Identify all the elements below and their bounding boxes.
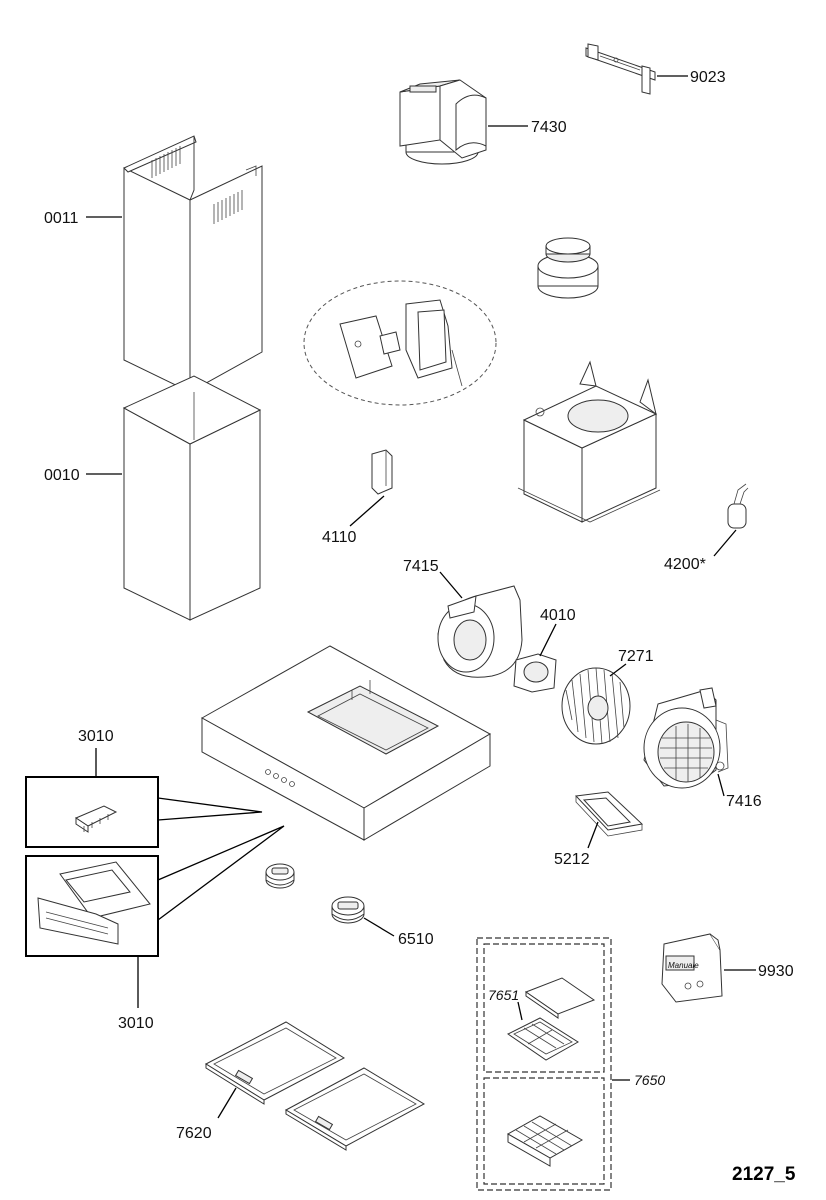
part-motor-housing bbox=[517, 360, 661, 523]
part-hood-body bbox=[200, 645, 492, 841]
part-4200-capacitor bbox=[727, 483, 749, 529]
part-duct-ring bbox=[537, 237, 599, 299]
label-7271: 7271 bbox=[618, 648, 654, 665]
part-0010-lower-chimney bbox=[122, 375, 262, 621]
part-9930-bag: Manuale bbox=[661, 933, 723, 1003]
label-0010: 0010 bbox=[44, 467, 80, 484]
label-0011: 0011 bbox=[44, 210, 79, 227]
label-4110: 4110 bbox=[322, 529, 357, 546]
part-9023-bracket bbox=[585, 43, 656, 95]
label-7416: 7416 bbox=[726, 793, 762, 810]
label-7415: 7415 bbox=[403, 558, 439, 575]
part-7415-volute bbox=[437, 585, 523, 678]
label-7430: 7430 bbox=[531, 119, 567, 136]
label-7650: 7650 bbox=[634, 1072, 665, 1088]
label-3010-top: 3010 bbox=[78, 728, 114, 745]
label-6510: 6510 bbox=[398, 931, 434, 948]
label-4010: 4010 bbox=[540, 607, 576, 624]
part-3010-control-small bbox=[25, 776, 263, 848]
label-4200: 4200* bbox=[664, 556, 706, 573]
drawing-code: 2127_5 bbox=[732, 1164, 796, 1185]
part-6510-knobs bbox=[265, 863, 365, 924]
part-4110-switch bbox=[371, 449, 393, 495]
part-7620-grease-filters bbox=[204, 1021, 426, 1151]
bag-label-text: Manuale bbox=[668, 961, 699, 970]
label-7620: 7620 bbox=[176, 1125, 212, 1142]
label-9930: 9930 bbox=[758, 963, 794, 980]
part-5212-light bbox=[574, 791, 644, 837]
label-3010-bottom: 3010 bbox=[118, 1015, 154, 1032]
part-0011-upper-chimney bbox=[123, 135, 263, 393]
part-7650-carbon-filter-kit bbox=[476, 937, 612, 1191]
part-7271-impeller bbox=[561, 667, 631, 745]
part-control-board-group bbox=[303, 280, 497, 406]
part-7416-volute bbox=[643, 687, 729, 789]
part-3010-control-large bbox=[25, 825, 285, 957]
part-4010-motor bbox=[513, 653, 557, 693]
part-7430-connector bbox=[399, 79, 487, 165]
label-5212: 5212 bbox=[554, 851, 590, 868]
label-9023: 9023 bbox=[690, 69, 726, 86]
label-7651: 7651 bbox=[488, 987, 519, 1003]
